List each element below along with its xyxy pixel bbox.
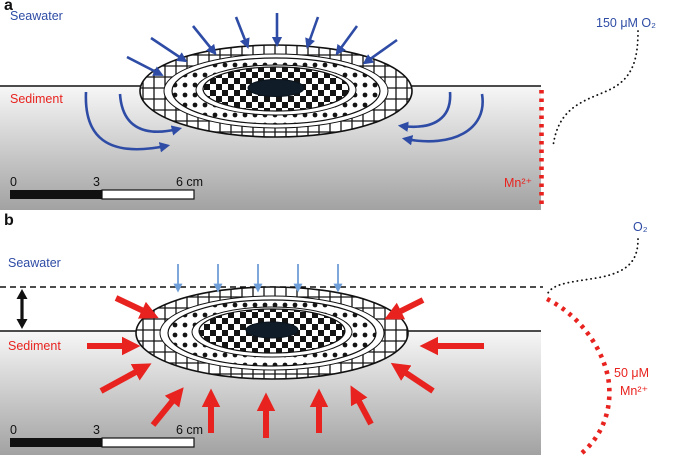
red-arrow-icon <box>99 363 152 394</box>
manganese-label-b-line1: 50 μM <box>614 366 649 380</box>
scale-bar-a <box>10 189 195 200</box>
double-arrow-down-head <box>16 319 28 329</box>
scale-bar-white-segment <box>101 437 195 448</box>
scale-tick-0-b: 0 <box>10 423 17 437</box>
porewater-arrows-a <box>84 91 484 153</box>
scale-bar-white-segment <box>101 189 195 200</box>
manganese-influx-arrows-b <box>87 295 484 438</box>
oxygen-profile-curve-a <box>552 30 639 148</box>
sediment-label-a: Sediment <box>10 92 63 106</box>
oxygen-profile-curve-b <box>546 238 639 296</box>
nodule-core <box>245 321 299 339</box>
blue-down-arrow-icon <box>335 25 359 56</box>
blue-down-arrow-icon <box>126 55 164 76</box>
blue-down-arrow-icon <box>362 38 398 65</box>
scale-bar-black-segment <box>10 190 102 199</box>
panel-b <box>0 238 639 458</box>
red-arrow-icon <box>350 385 374 426</box>
blue-down-arrow-icon <box>191 25 217 56</box>
blue-curved-arrow-icon <box>397 91 452 132</box>
scale-tick-6-b: 6 cm <box>176 423 204 437</box>
blue-curved-arrow-icon <box>84 91 171 153</box>
scale-tick-0-a: 0 <box>10 175 17 189</box>
blue-down-arrow-icon <box>150 36 188 63</box>
manganese-label-a: Mn²⁺ <box>504 176 533 190</box>
panel-a-label: a <box>4 0 13 14</box>
scale-bar-black-segment <box>10 438 102 447</box>
red-arrow-icon <box>384 297 425 320</box>
scale-bar-b <box>10 437 195 448</box>
scale-tick-3-b: 3 <box>93 423 100 437</box>
erosion-depth-arrow <box>16 289 28 329</box>
oxygen-label-a: 150 μM O₂ <box>596 16 656 30</box>
red-arrow-icon <box>114 295 159 319</box>
oxygen-influx-arrows-a <box>126 13 398 76</box>
sediment-label-b: Sediment <box>8 339 61 353</box>
nodule-core <box>247 79 305 97</box>
scale-tick-6-a: 6 cm <box>176 175 204 189</box>
seawater-label-a: Seawater <box>10 9 63 23</box>
weak-oxygen-arrows-b <box>173 264 343 293</box>
red-arrow-icon <box>390 362 435 394</box>
oxygen-label-b: O₂ <box>633 220 648 234</box>
nodule-b <box>135 286 409 380</box>
manganese-profile-curve-b <box>545 296 612 458</box>
panel-b-label: b <box>4 212 14 229</box>
blue-down-arrow-icon <box>234 16 250 49</box>
blue-curved-arrow-icon <box>401 93 484 146</box>
red-arrow-icon <box>150 387 184 427</box>
panel-a <box>0 13 639 210</box>
seawater-label-b: Seawater <box>8 256 61 270</box>
manganese-label-b-line2: Mn²⁺ <box>620 384 649 398</box>
blue-curved-arrow-icon <box>118 93 183 136</box>
double-arrow-up-head <box>16 289 28 299</box>
nodule-a <box>139 44 413 138</box>
blue-down-arrow-icon <box>305 16 320 49</box>
scale-tick-3-a: 3 <box>93 175 100 189</box>
